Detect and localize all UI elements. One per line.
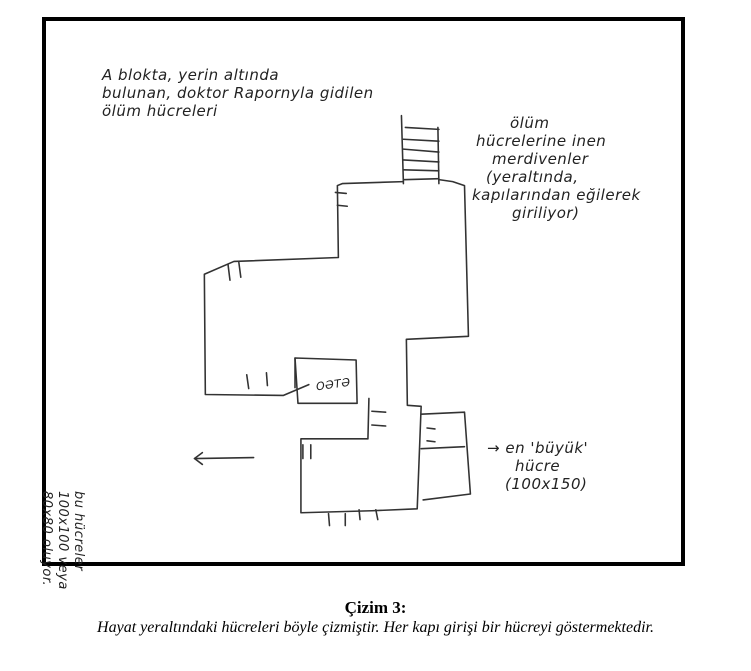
main-outline xyxy=(203,180,405,397)
note-line: hücre xyxy=(515,457,561,475)
left-arrow xyxy=(193,456,255,460)
note-line: 80x80 oluyor. xyxy=(39,491,54,587)
left-arrow-head xyxy=(193,451,204,466)
upper-right-wall xyxy=(300,178,470,514)
door-mark xyxy=(327,512,331,527)
note-line: ölüm xyxy=(510,114,550,132)
note-top-right: ölüm hücrelerine inen merdivenler (yeral… xyxy=(472,114,676,222)
stairs-top xyxy=(404,126,440,131)
door-mark xyxy=(375,508,379,521)
caption-text: Hayat yeraltındaki hücreleri böyle çizmi… xyxy=(97,619,654,636)
caption: Çizim 3: Hayat yeraltındaki hücreleri bö… xyxy=(0,598,751,638)
stair-step xyxy=(402,159,440,163)
big-cell-divider xyxy=(420,445,466,450)
door-mark xyxy=(358,508,361,521)
note-line: (100x150) xyxy=(505,475,588,493)
stair-step xyxy=(402,169,440,172)
door-mark xyxy=(238,261,242,278)
note-line: 100x100 veya xyxy=(55,491,70,590)
note-line: hücrelerine inen xyxy=(476,132,607,150)
note-line: → en 'büyük' xyxy=(487,439,589,457)
stairs-left-wall xyxy=(400,114,405,185)
note-line: ölüm hücreleri xyxy=(102,102,218,120)
note-right: → en 'büyük' hücre (100x150) xyxy=(487,439,647,493)
door-mark xyxy=(245,373,250,390)
door-mark xyxy=(336,204,349,208)
door-mark xyxy=(426,440,436,443)
door-mark xyxy=(371,410,387,414)
stairs-right-wall xyxy=(437,126,440,185)
door-mark xyxy=(371,424,387,427)
note-left-rotated: bu hücreler 100x100 veya 80x80 oluyor. xyxy=(38,491,86,671)
door-mark xyxy=(227,263,231,281)
door-mark xyxy=(265,372,269,387)
stair-step xyxy=(402,148,440,153)
note-top-left: A blokta, yerin altında bulunan, doktor … xyxy=(102,66,422,120)
note-line: A blokta, yerin altında xyxy=(102,66,280,84)
big-cell xyxy=(420,411,472,501)
note-line: merdivenler xyxy=(492,150,589,168)
note-line: giriliyor) xyxy=(512,204,580,222)
drawing-frame: A blokta, yerin altında bulunan, doktor … xyxy=(39,17,685,590)
caption-title: Çizim 3: xyxy=(344,598,407,617)
stair-bottom xyxy=(402,177,440,181)
floor-plan-sketch xyxy=(193,114,472,527)
note-line: kapılarından eğilerek xyxy=(472,186,641,204)
note-line: bu hücreler xyxy=(71,491,86,572)
note-line: (yeraltında, xyxy=(486,168,579,186)
inner-room xyxy=(294,357,358,405)
stair-step xyxy=(402,138,440,143)
note-line: bulunan, doktor Rapornyla gidilen xyxy=(102,84,374,102)
door-mark xyxy=(334,191,348,195)
door-mark xyxy=(426,427,436,430)
